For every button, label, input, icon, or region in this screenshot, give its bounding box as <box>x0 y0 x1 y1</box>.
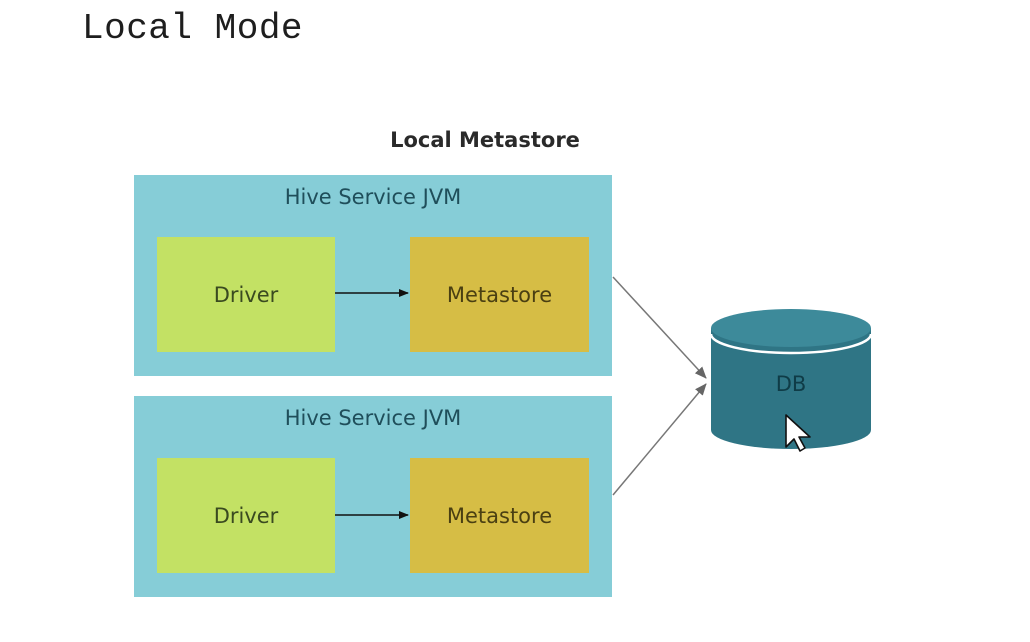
jvm-label: Hive Service JVM <box>284 185 462 209</box>
driver-box: Driver <box>157 458 335 573</box>
metastore-box: Metastore <box>410 237 589 352</box>
driver-box: Driver <box>157 237 335 352</box>
driver-label: Driver <box>213 503 279 528</box>
diagram-title: Local Metastore <box>390 128 580 152</box>
metastore-box: Metastore <box>410 458 589 573</box>
page-title: Local Mode <box>82 8 304 49</box>
hive-service-jvm-1: Hive Service JVM Driver Metastore <box>134 175 612 376</box>
db-label: DB <box>775 372 807 396</box>
metastore-to-db-arrow-2 <box>612 383 707 496</box>
metastore-to-db-arrow-1 <box>612 276 707 379</box>
metastore-label: Metastore <box>446 282 553 307</box>
hive-service-jvm-2: Hive Service JVM Driver Metastore <box>134 396 612 597</box>
driver-label: Driver <box>213 282 279 307</box>
mouse-cursor-icon <box>785 414 811 452</box>
jvm-label: Hive Service JVM <box>284 406 462 430</box>
metastore-label: Metastore <box>446 503 553 528</box>
